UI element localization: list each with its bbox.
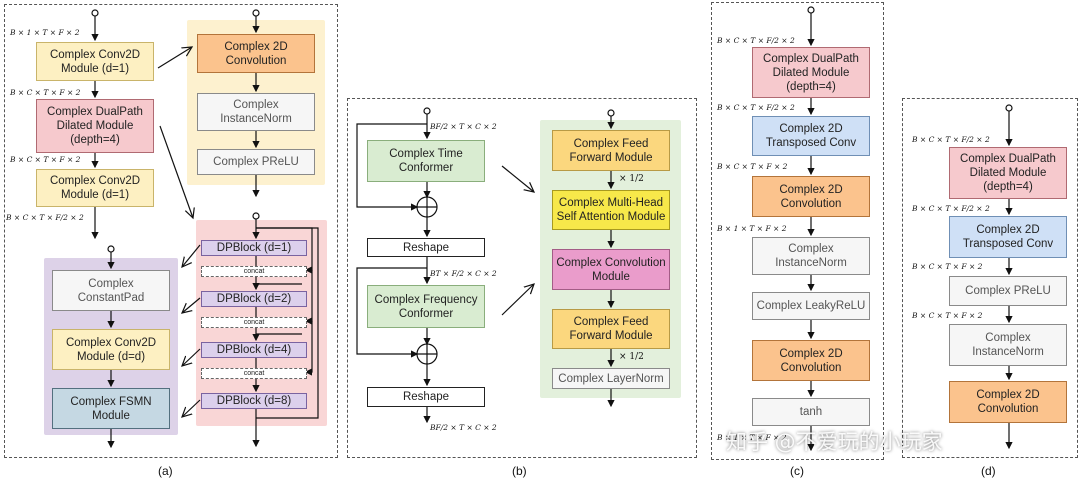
box-feed-forward-1: Complex Feed Forward Module [552, 130, 670, 171]
caption-d: (d) [981, 464, 996, 478]
box-frequency-conformer: Complex Frequency Conformer [367, 285, 485, 328]
dim-b-mid: BT × F/2 × C × 2 [430, 269, 497, 278]
dim-d-after-dualpath: B × C × T × F/2 × 2 [912, 204, 990, 213]
box-tanh: tanh [752, 398, 870, 426]
dim-a-after-conv1: B × C × T × F × 2 [10, 88, 81, 97]
box-conv2d-module-d: Complex Conv2D Module (d=d) [52, 329, 170, 370]
box-2d-convolution-c1: Complex 2D Convolution [752, 176, 870, 217]
box-dualpath-a: Complex DualPath Dilated Module (depth=4… [36, 99, 154, 153]
dim-c-input: B × C × T × F/2 × 2 [717, 36, 795, 45]
box-dpblock-4: DPBlock (d=4) [201, 342, 307, 358]
box-feed-forward-2: Complex Feed Forward Module [552, 309, 670, 349]
box-complex-2d-conv-a: Complex 2D Convolution [197, 34, 315, 73]
box-2d-convolution-c2: Complex 2D Convolution [752, 340, 870, 381]
dim-a-input: B × 1 × T × F × 2 [10, 28, 80, 37]
caption-a: (a) [158, 464, 173, 478]
label-half-1: × 1/2 [619, 174, 644, 184]
box-dualpath-c: Complex DualPath Dilated Module (depth=4… [752, 47, 870, 98]
box-instancenorm-a: Complex InstanceNorm [197, 93, 315, 131]
dim-c-after-conv: B × 1 × T × F × 2 [717, 224, 787, 233]
frame-d [902, 98, 1078, 458]
box-concat-1: concat [201, 266, 307, 277]
dim-d-after-prelu: B × C × T × F × 2 [912, 311, 983, 320]
box-2d-convolution-d: Complex 2D Convolution [949, 381, 1067, 423]
dim-c-after-transposed: B × C × T × F × 2 [717, 162, 788, 171]
caption-b: (b) [512, 464, 527, 478]
dim-b-output: BF/2 × T × C × 2 [430, 423, 497, 432]
box-transposed-conv-d: Complex 2D Transposed Conv [949, 216, 1067, 258]
caption-c: (c) [790, 464, 804, 478]
dim-c-after-dualpath: B × C × T × F/2 × 2 [717, 103, 795, 112]
label-half-2: × 1/2 [619, 352, 644, 362]
frame-a [4, 4, 338, 458]
box-constantpad: Complex ConstantPad [52, 270, 170, 311]
dim-d-input: B × C × T × F/2 × 2 [912, 135, 990, 144]
box-dpblock-1: DPBlock (d=1) [201, 240, 307, 256]
box-reshape-2: Reshape [367, 387, 485, 407]
box-mhsa: Complex Multi-Head Self Attention Module [552, 190, 670, 230]
box-prelu-a: Complex PReLU [197, 149, 315, 175]
dim-a-output: B × C × T × F/2 × 2 [6, 213, 84, 222]
dim-d-after-transposed: B × C × T × F × 2 [912, 262, 983, 271]
box-reshape-1: Reshape [367, 238, 485, 257]
box-conv2d-module-1: Complex Conv2D Module (d=1) [36, 42, 154, 81]
frame-c [711, 2, 884, 460]
box-instancenorm-c: Complex InstanceNorm [752, 237, 870, 275]
box-transposed-conv-c: Complex 2D Transposed Conv [752, 116, 870, 156]
box-dualpath-d: Complex DualPath Dilated Module (depth=4… [949, 147, 1067, 199]
box-dpblock-8: DPBlock (d=8) [201, 393, 307, 409]
box-instancenorm-d: Complex InstanceNorm [949, 324, 1067, 366]
box-time-conformer: Complex Time Conformer [367, 140, 485, 182]
box-fsmn: Complex FSMN Module [52, 388, 170, 429]
box-leakyrelu: Complex LeakyReLU [752, 292, 870, 320]
box-prelu-d: Complex PReLU [949, 276, 1067, 306]
box-layernorm: Complex LayerNorm [552, 368, 670, 389]
box-conv2d-module-2: Complex Conv2D Module (d=1) [36, 169, 154, 207]
dim-c-output: B × 1 × T × F × 2 [717, 433, 787, 442]
dim-a-after-dualpath: B × C × T × F × 2 [10, 155, 81, 164]
dim-b-input: BF/2 × T × C × 2 [430, 122, 497, 131]
frame-b [347, 98, 697, 458]
box-concat-2: concat [201, 317, 307, 328]
box-convolution-module: Complex Convolution Module [552, 249, 670, 290]
watermark: 知乎 @不爱玩的小玩家 [726, 430, 943, 454]
box-concat-3: concat [201, 368, 307, 379]
box-dpblock-2: DPBlock (d=2) [201, 291, 307, 307]
